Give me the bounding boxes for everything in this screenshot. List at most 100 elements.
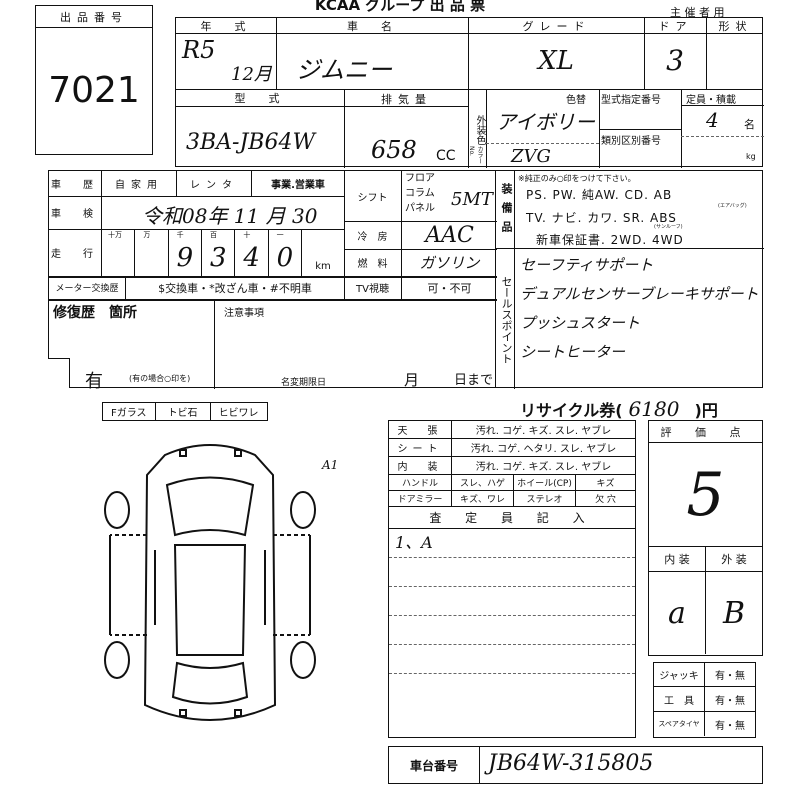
deadline-day: 日まで bbox=[454, 373, 494, 388]
meter-options[interactable]: $交換車・*改ざん車・#不明車 bbox=[125, 276, 344, 299]
unit-10: 十 bbox=[243, 231, 251, 239]
sunroof-sub: (サンルーフ) bbox=[654, 224, 683, 230]
color-label: 外装色 bbox=[468, 89, 486, 168]
color-value: アイボリー bbox=[496, 110, 595, 134]
glass-crack[interactable]: ヒビワレ bbox=[210, 402, 268, 421]
interior-row-values[interactable]: 汚れ. コゲ. キズ. スレ. ヤブレ bbox=[451, 421, 635, 438]
shift-column[interactable]: コラム bbox=[405, 188, 435, 199]
sales-point-label: セールスポイント bbox=[500, 276, 513, 364]
color-change-label: 色替 bbox=[566, 95, 586, 106]
sales-point: デュアルセンサーブレーキサポート bbox=[520, 285, 759, 303]
recycle-value: 6180 bbox=[628, 397, 680, 421]
chassis-value: JB64W-315805 bbox=[479, 747, 762, 783]
door-value: 3 bbox=[666, 44, 684, 77]
displacement-value: 658 bbox=[371, 136, 417, 164]
history-private[interactable]: 自家用 bbox=[101, 171, 176, 196]
spare-tire-value[interactable]: 有・無 bbox=[704, 712, 755, 736]
unit-1k: 千 bbox=[176, 231, 184, 239]
equipment-label: 装備品 bbox=[500, 183, 513, 240]
equipment-line-1[interactable]: PS. PW. 純AW. CD. AB bbox=[526, 188, 673, 202]
unit-100: 百 bbox=[209, 231, 217, 239]
unit-10k: 万 bbox=[143, 231, 151, 239]
handle-label: ハンドル bbox=[401, 479, 438, 489]
mirror-label: ドアミラー bbox=[397, 495, 443, 505]
interior-row-values[interactable]: 汚れ. コゲ. キズ. スレ. ヤブレ bbox=[451, 457, 635, 474]
handle-values[interactable]: スレ、ハゲ bbox=[451, 475, 513, 490]
caution-label: 注意事項 bbox=[224, 308, 264, 319]
glass-front[interactable]: Fガラス bbox=[102, 402, 156, 421]
sheet-title: KCAA グループ 出 品 票 bbox=[314, 0, 486, 14]
jack-value[interactable]: 有・無 bbox=[704, 663, 755, 686]
history-rental[interactable]: レンタ bbox=[176, 171, 251, 196]
repair-label: 修復歴 箇所 bbox=[53, 305, 137, 321]
organizer-use-label: 主 催 者 用 bbox=[670, 6, 725, 19]
shift-label: シフト bbox=[357, 192, 388, 204]
digit: 9 bbox=[176, 243, 194, 273]
year-label: 年 式 bbox=[200, 20, 252, 33]
wheel-values[interactable]: キズ bbox=[575, 475, 635, 490]
capacity-value: 4 bbox=[706, 108, 719, 132]
repair-yes[interactable]: 有 bbox=[85, 371, 103, 392]
digit: 4 bbox=[243, 243, 260, 273]
interior-row-label: 内 装 bbox=[397, 462, 443, 473]
history-commercial[interactable]: 事業.営業車 bbox=[251, 171, 344, 196]
glass-chip[interactable]: トビ石 bbox=[155, 402, 211, 421]
interior-table: 天 張汚れ. コゲ. キズ. スレ. ヤブレ シート汚れ. コゲ. ヘタリ. ス… bbox=[388, 420, 636, 738]
mirror-values[interactable]: キズ、ワレ bbox=[451, 491, 513, 506]
recycle-fee: リサイクル券( 6180 )円 bbox=[520, 397, 718, 421]
displacement-label: 排気量 bbox=[344, 89, 468, 168]
sales-point: シートヒーター bbox=[520, 343, 626, 361]
unit-1: 一 bbox=[276, 231, 284, 239]
inspection-label: 車 検 bbox=[51, 209, 99, 220]
jack-label: ジャッキ bbox=[659, 671, 699, 682]
shift-floor[interactable]: フロア bbox=[405, 173, 435, 184]
interior-grade-label: 内 装 bbox=[664, 553, 690, 566]
interior-row-values[interactable]: 汚れ. コゲ. ヘタリ. スレ. ヤブレ bbox=[451, 439, 635, 456]
class-number-label: 類別区別番号 bbox=[601, 136, 661, 147]
color-no-label: カラーNo. bbox=[468, 146, 483, 164]
model-value: 3BA-JB64W bbox=[186, 130, 316, 155]
digit: 3 bbox=[209, 243, 227, 273]
interior-row-label: 天 張 bbox=[397, 426, 443, 437]
tools-label: 工 具 bbox=[664, 695, 694, 707]
deadline-label: 名変期限日 bbox=[281, 378, 327, 388]
load-unit: kg bbox=[746, 152, 756, 161]
exterior-grade-label: 外 装 bbox=[705, 547, 762, 571]
airbag-sub: (エアバッグ) bbox=[718, 203, 747, 209]
glass-options: Fガラス トビ石 ヒビワレ bbox=[102, 402, 268, 421]
shift-options: フロア コラム パネル bbox=[401, 171, 449, 221]
grade-label: グレード bbox=[468, 18, 644, 34]
inspector-label: 査 定 員 記 入 bbox=[389, 507, 635, 529]
inspection-value: 令和08年 11 月 30 bbox=[101, 196, 344, 229]
equipment-line-3[interactable]: 新車保証書. 2WD. 4WD bbox=[536, 233, 684, 247]
digit: 0 bbox=[276, 243, 294, 273]
car-name-value: ジムニー bbox=[296, 56, 392, 84]
tools-value[interactable]: 有・無 bbox=[704, 687, 755, 711]
shift-panel[interactable]: パネル bbox=[405, 203, 435, 214]
sales-point: セーフティサポート bbox=[520, 256, 654, 274]
history-section: 車 歴 自家用 レンタ 事業.営業車 車 検 令和08年 11 月 30 走 行… bbox=[48, 170, 497, 392]
tv-options[interactable]: 可・不可 bbox=[401, 276, 497, 299]
grade-value: XL bbox=[538, 46, 574, 76]
fuel-value: ガソリン bbox=[401, 249, 497, 276]
interior-row-label: シート bbox=[397, 444, 443, 455]
recycle-label: リサイクル券( bbox=[520, 401, 623, 420]
spare-tire-label: スペアタイヤ bbox=[658, 720, 700, 728]
recycle-unit: )円 bbox=[694, 401, 718, 420]
wheel-label[interactable]: ホイール(CP) bbox=[513, 475, 575, 490]
equipment-note: ※純正のみ○印をつけて下さい。 bbox=[518, 174, 636, 183]
equipment-line-2[interactable]: TV. ナビ. カワ. SR. ABS bbox=[526, 211, 677, 225]
unit-100k: 十万 bbox=[108, 231, 122, 239]
sales-point: プッシュスタート bbox=[520, 314, 641, 332]
interior-grade: a bbox=[668, 595, 686, 631]
stereo-label[interactable]: ステレオ bbox=[513, 491, 575, 506]
mileage-label: 走 行 bbox=[51, 249, 99, 260]
car-diagram[interactable] bbox=[95, 435, 325, 735]
mileage-digits: 十万 万 千 9 百 3 十 4 一 0 bbox=[101, 229, 301, 276]
stereo-values[interactable]: 欠 穴 bbox=[575, 491, 635, 506]
score-label: 評 価 点 bbox=[649, 421, 762, 443]
shape-label: 形状 bbox=[706, 18, 764, 34]
damage-mark: A1 bbox=[322, 458, 339, 472]
repair-note: (有の場合○印を) bbox=[129, 374, 191, 383]
